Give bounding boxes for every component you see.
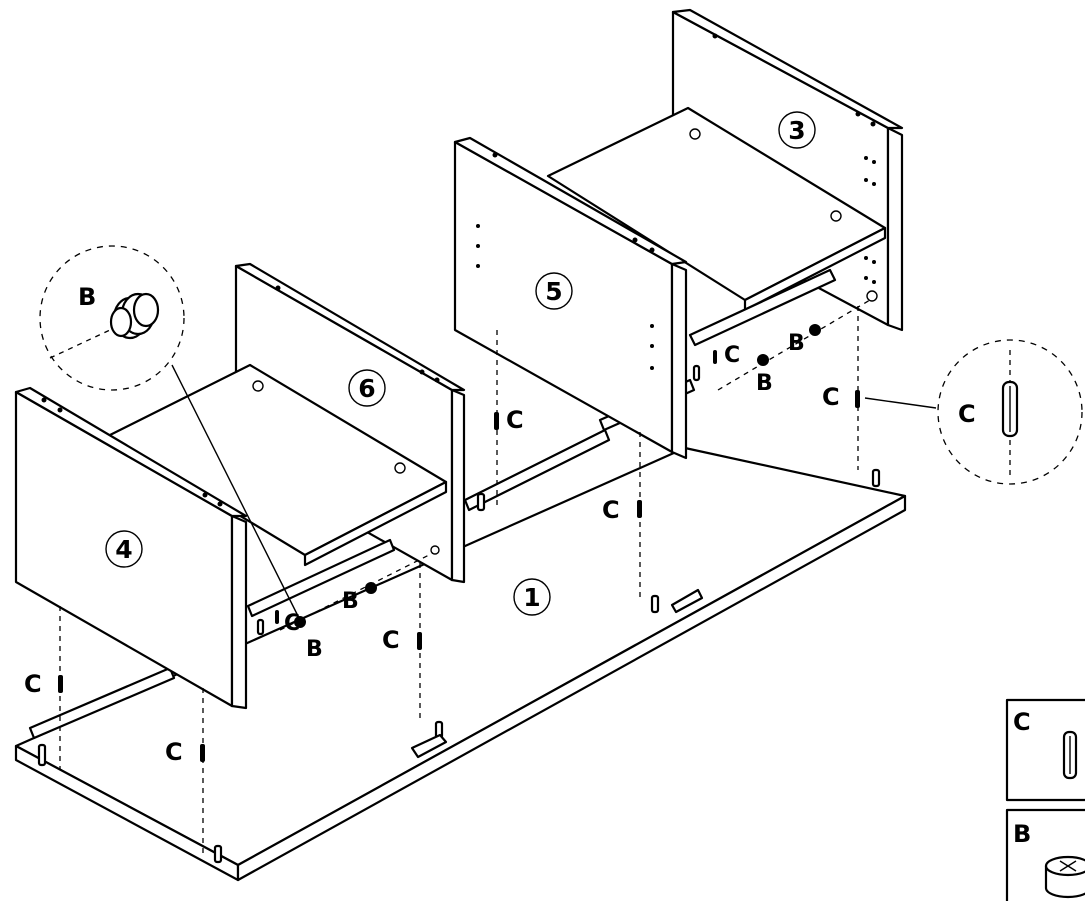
svg-text:C: C [24, 670, 42, 698]
svg-text:4: 4 [115, 535, 132, 564]
svg-text:3: 3 [788, 116, 805, 145]
dowel-pin-icon [1001, 380, 1019, 438]
part-label-6: 6 [348, 369, 386, 407]
detail-cam: B [39, 245, 301, 621]
svg-text:B: B [306, 637, 323, 662]
base-board [14, 446, 907, 882]
legend-dowel: C [1005, 698, 1085, 802]
svg-text:C: C [506, 406, 524, 434]
svg-text:6: 6 [358, 374, 375, 403]
svg-text:C: C [165, 738, 183, 766]
hardware-labels: C C C C C C C C B B B B [24, 331, 840, 766]
svg-text:C: C [284, 611, 300, 636]
svg-text:C: C [382, 626, 400, 654]
svg-text:B: B [788, 331, 805, 356]
svg-text:C: C [958, 400, 976, 428]
svg-text:C: C [822, 383, 840, 411]
svg-text:B: B [756, 371, 773, 396]
svg-text:B: B [342, 589, 359, 614]
panel-5 [453, 136, 688, 460]
part-label-5: 5 [535, 272, 573, 310]
panel-4 [14, 386, 248, 710]
cam-legend-icon [1044, 855, 1085, 899]
dowel-legend-icon [1062, 730, 1078, 780]
part-label-1: 1 [513, 578, 551, 616]
hardware-pieces [37, 324, 881, 864]
svg-text:C: C [602, 496, 620, 524]
svg-text:C: C [724, 343, 740, 368]
svg-text:C: C [1013, 708, 1031, 736]
legend-cam: B [1005, 808, 1085, 901]
detail-dowel: C [864, 339, 1083, 485]
cam-fitting-icon [109, 292, 160, 340]
lower-shelf [106, 363, 448, 567]
svg-text:5: 5 [545, 277, 562, 306]
svg-text:B: B [78, 283, 96, 311]
lower-rail [28, 428, 611, 740]
upper-shelf [546, 106, 887, 312]
svg-text:1: 1 [523, 583, 540, 612]
part-label-4: 4 [105, 530, 143, 568]
svg-text:B: B [1013, 820, 1031, 848]
part-label-3: 3 [778, 111, 816, 149]
